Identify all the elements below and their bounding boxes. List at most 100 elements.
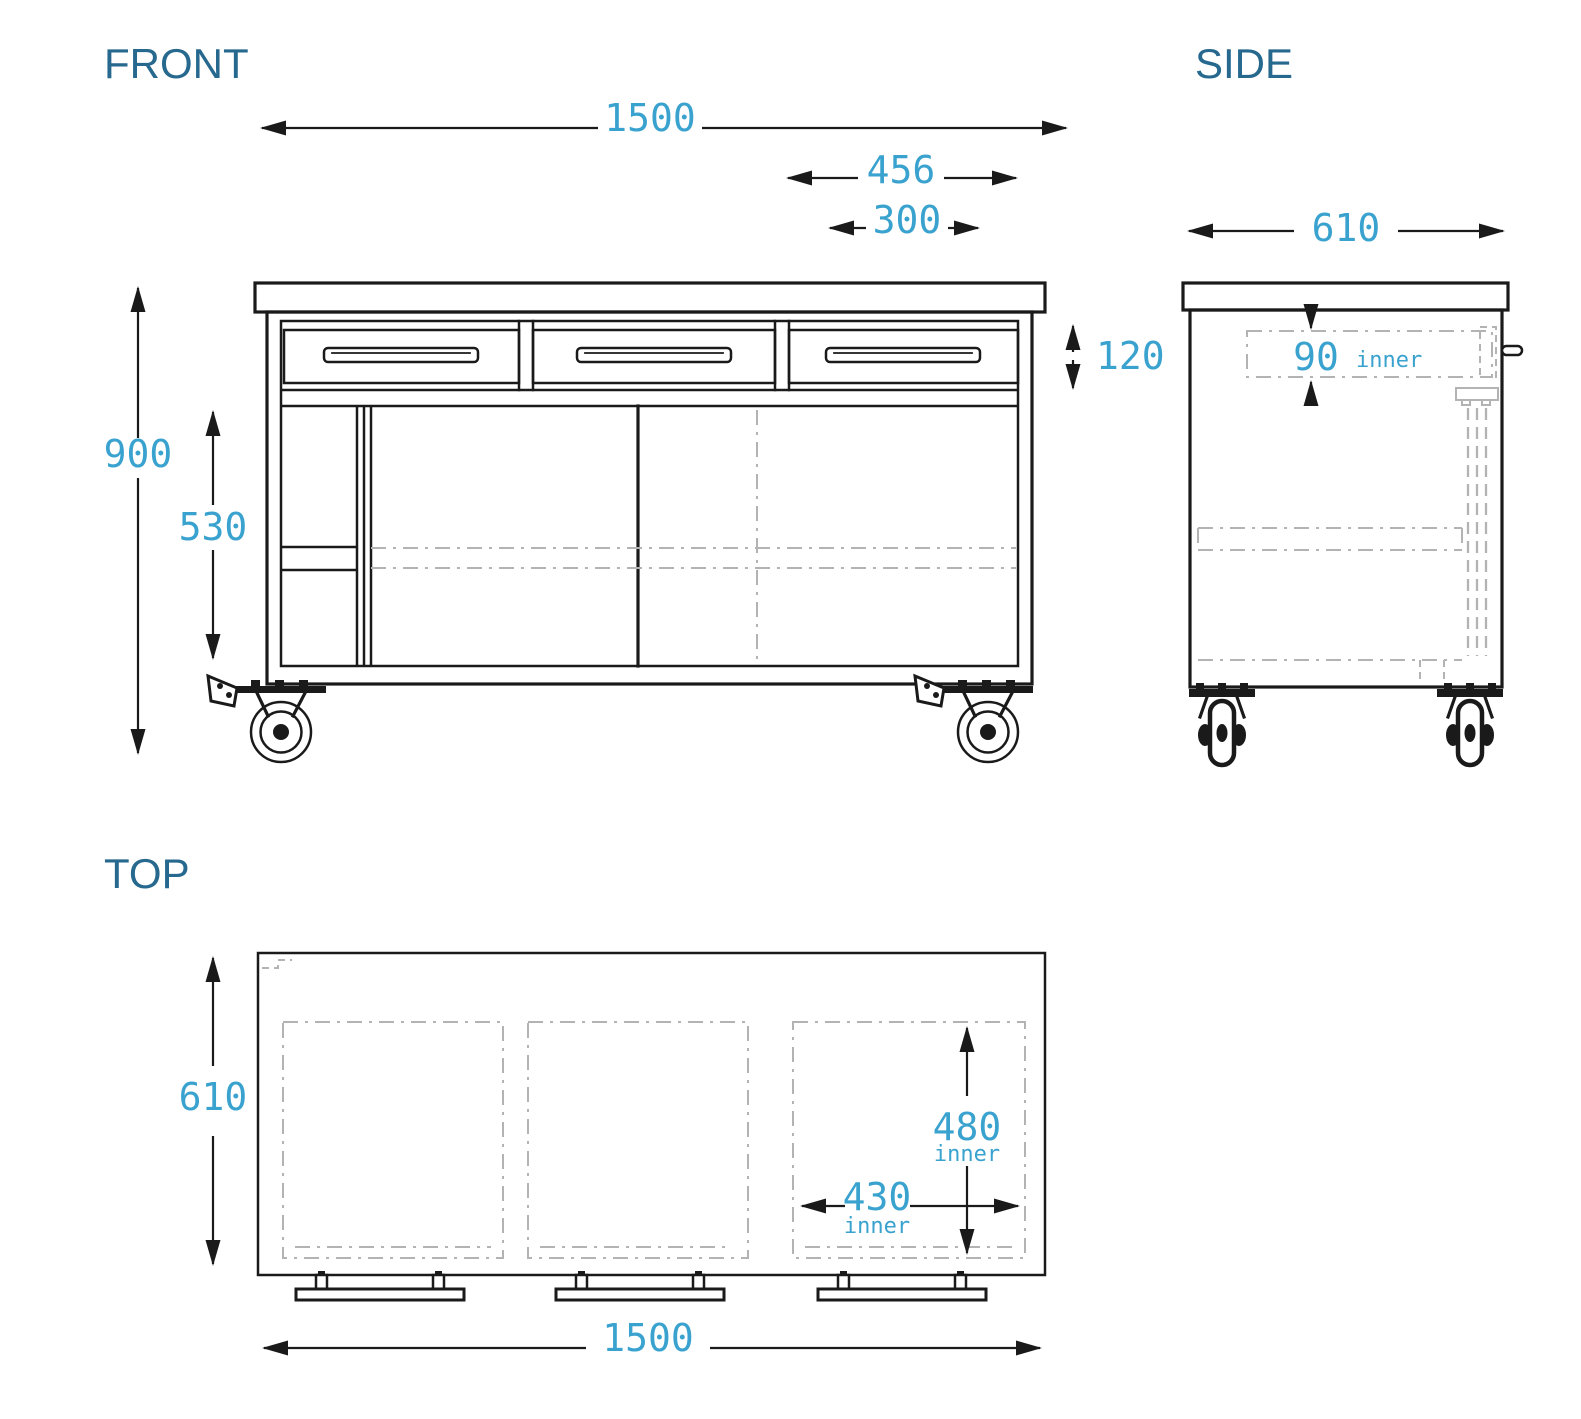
top-view: TOP 610	[104, 850, 1047, 1360]
caster-plate	[236, 686, 326, 693]
side-view-title: SIDE	[1195, 40, 1293, 87]
drawer-front-right	[787, 328, 1020, 385]
caster-hub	[1464, 724, 1476, 742]
hidden-shelf	[1197, 527, 1463, 551]
dimension-value: 430	[843, 1175, 912, 1219]
caster-bolt	[958, 680, 967, 686]
caster-fork	[254, 690, 308, 719]
front-dim-overall-height: 900	[104, 286, 172, 755]
top-dim-overall-depth: 610	[179, 956, 248, 1266]
handle-bolt	[957, 1271, 964, 1276]
caster-wheel	[956, 700, 1020, 764]
front-view: FRONT 1500 456 300 900 530	[104, 40, 1165, 764]
top-handle-right	[816, 1271, 988, 1302]
hidden-slide-channel	[1466, 408, 1488, 656]
top-cabinet	[256, 951, 1047, 1302]
front-dim-door-height: 530	[179, 410, 248, 660]
caster-hub	[1216, 724, 1228, 742]
dimension-suffix: inner	[934, 1142, 1000, 1167]
top-dim-overall-width: 1500	[262, 1316, 1042, 1360]
front-cabinet	[253, 281, 1047, 686]
caster-wheel	[249, 700, 313, 764]
caster-hub	[980, 724, 996, 740]
hidden-drawer-box-left	[282, 1021, 504, 1259]
top-handle-middle	[554, 1271, 726, 1302]
hidden-slide-channel-top	[1479, 326, 1497, 378]
hidden-shelf-lines	[371, 410, 1016, 660]
front-caster-left	[206, 673, 326, 764]
side-dim-overall-depth: 610	[1187, 206, 1505, 250]
caster-bolt	[1196, 683, 1204, 689]
top-view-title: TOP	[104, 850, 190, 897]
side-caster-front	[1189, 683, 1255, 768]
handle-bolt	[840, 1271, 847, 1276]
side-caster-rear	[1437, 683, 1503, 768]
brake-pin	[217, 683, 223, 689]
caster-fork	[961, 690, 1015, 719]
side-dim-drawer-inner-height: 90 inner	[1293, 304, 1422, 406]
handle-bolt	[695, 1271, 702, 1276]
dimension-value: 456	[867, 148, 936, 192]
caster-plate	[943, 686, 1033, 693]
caster-bolt	[982, 680, 991, 686]
caster-brake-lever	[206, 673, 239, 708]
side-cabinet	[1181, 281, 1524, 689]
hidden-corner-step	[262, 959, 292, 969]
hidden-bottom-step	[1419, 660, 1445, 683]
dimension-value: 610	[1312, 206, 1381, 250]
front-view-title: FRONT	[104, 40, 249, 87]
caster-bolt	[275, 680, 284, 686]
handle-bar	[554, 1287, 726, 1302]
caster-bolt	[1218, 683, 1226, 689]
drawer-handle-middle	[575, 346, 733, 364]
dimension-suffix: inner	[844, 1214, 910, 1239]
countertop	[1181, 281, 1510, 312]
dimension-value: 610	[179, 1075, 248, 1119]
cabinet-body	[265, 310, 1034, 686]
dimension-value: 300	[873, 198, 942, 242]
dimension-value: 530	[179, 505, 248, 549]
drawer-handle-right	[824, 346, 982, 364]
cabinet-outline	[256, 951, 1047, 1277]
caster-plate	[1189, 689, 1255, 697]
drawer-handle-side	[1500, 344, 1524, 357]
front-dim-drawer-span: 456	[786, 148, 1018, 192]
brake-pin	[924, 683, 930, 689]
dimension-value: 480	[933, 1105, 1002, 1149]
drawer-front-middle	[531, 328, 777, 385]
caster-bolt	[1444, 683, 1452, 689]
brake-pin	[933, 692, 939, 698]
caster-wheel-rim	[966, 710, 1010, 754]
cabinet-body	[1188, 308, 1504, 689]
dimension-value: 1500	[602, 1316, 694, 1360]
caster-bolt	[299, 680, 308, 686]
caster-hub	[273, 724, 289, 740]
drawer-front-left	[282, 328, 521, 385]
handle-bar	[816, 1287, 988, 1302]
caster-bolt	[1006, 680, 1015, 686]
front-dim-overall-width: 1500	[260, 96, 1068, 140]
front-dim-drawer-width: 300	[828, 198, 980, 242]
hidden-drawer-box-middle	[527, 1021, 749, 1259]
dimension-value: 120	[1096, 334, 1165, 378]
countertop	[253, 281, 1047, 314]
top-dim-drawer-inner-width: 430 inner	[800, 1175, 1020, 1239]
drawer-handle-left	[322, 346, 480, 364]
slide-bracket-foot	[1481, 399, 1491, 406]
hidden-drawer-box-right	[792, 1021, 1026, 1259]
handle-bolt	[435, 1271, 442, 1276]
caster-wheel-rim	[259, 710, 303, 754]
front-dim-drawer-height: 120	[1065, 324, 1165, 390]
dimension-value: 90	[1293, 335, 1339, 379]
caster-fork	[1445, 694, 1495, 720]
slide-bracket-foot	[1461, 399, 1471, 406]
top-handle-left	[294, 1271, 466, 1302]
handle-bar	[294, 1287, 466, 1302]
caster-fork	[1197, 694, 1247, 720]
side-view: SIDE 610 90 inner	[1181, 40, 1524, 768]
dimension-suffix: inner	[1356, 348, 1422, 373]
caster-bolt	[1466, 683, 1474, 689]
brake-pin	[226, 692, 232, 698]
